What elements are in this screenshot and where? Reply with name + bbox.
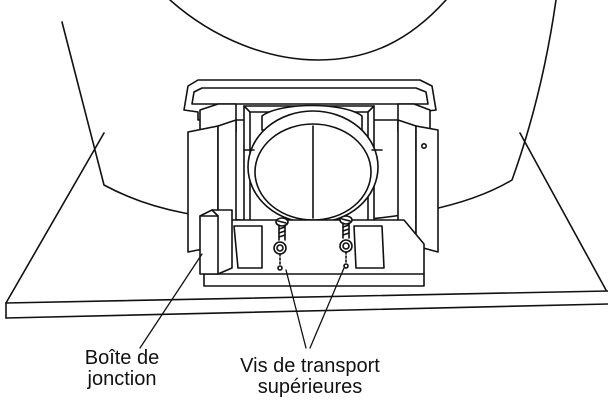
junction-box-label-line2: jonction: [87, 368, 157, 390]
transport-screws-label: Vis de transport supérieures: [215, 356, 405, 398]
junction-box: [199, 209, 233, 275]
base-plate: [5, 132, 608, 319]
screw-left: [273, 217, 289, 271]
lower-carriage: [203, 219, 425, 287]
junction-box-label-line1: Boîte de: [84, 347, 160, 369]
leader-screw-right: [309, 267, 345, 349]
leader-screw-left: [285, 269, 307, 349]
leader-junction-box: [139, 253, 203, 349]
junction-box-label: Boîte de jonction: [60, 348, 184, 390]
leader-lines: [139, 253, 345, 349]
screw-right: [339, 215, 353, 269]
transport-screws-label-line1: Vis de transport: [240, 355, 380, 377]
cylinder: [243, 104, 383, 224]
transport-screws-label-line2: supérieures: [257, 376, 363, 398]
right-support: [397, 103, 439, 253]
